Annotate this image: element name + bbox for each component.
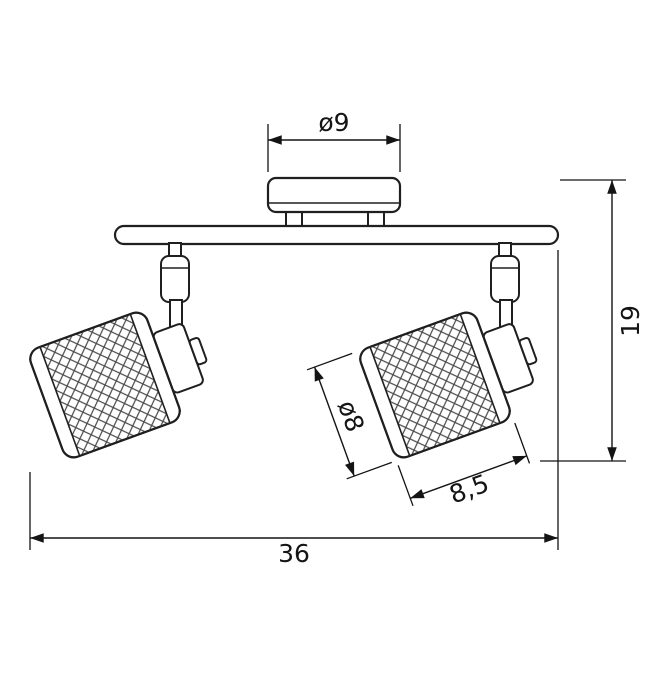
left-shade-mesh (40, 315, 170, 455)
right-shade-mesh (370, 315, 500, 455)
right-swivel-arm (490, 242, 520, 331)
right-lamp-knob (518, 337, 538, 366)
right-spotlight-head (359, 311, 538, 459)
overall-width-label: 36 (278, 539, 310, 568)
left-lamp-knob (188, 337, 208, 366)
left-spotlight-head (29, 311, 208, 459)
fixture-height-label: 19 (616, 305, 645, 337)
canopy-diameter-label: ø9 (318, 108, 349, 137)
dimension-fixture-height: 19 (540, 179, 645, 462)
dimension-overall-width: 36 (29, 250, 559, 568)
shade-length-label: 8,5 (445, 469, 492, 510)
ceiling-canopy (266, 176, 402, 214)
dimension-canopy-diameter: ø9 (267, 108, 401, 172)
left-swivel-arm (160, 242, 190, 331)
mounting-bar (113, 224, 560, 246)
